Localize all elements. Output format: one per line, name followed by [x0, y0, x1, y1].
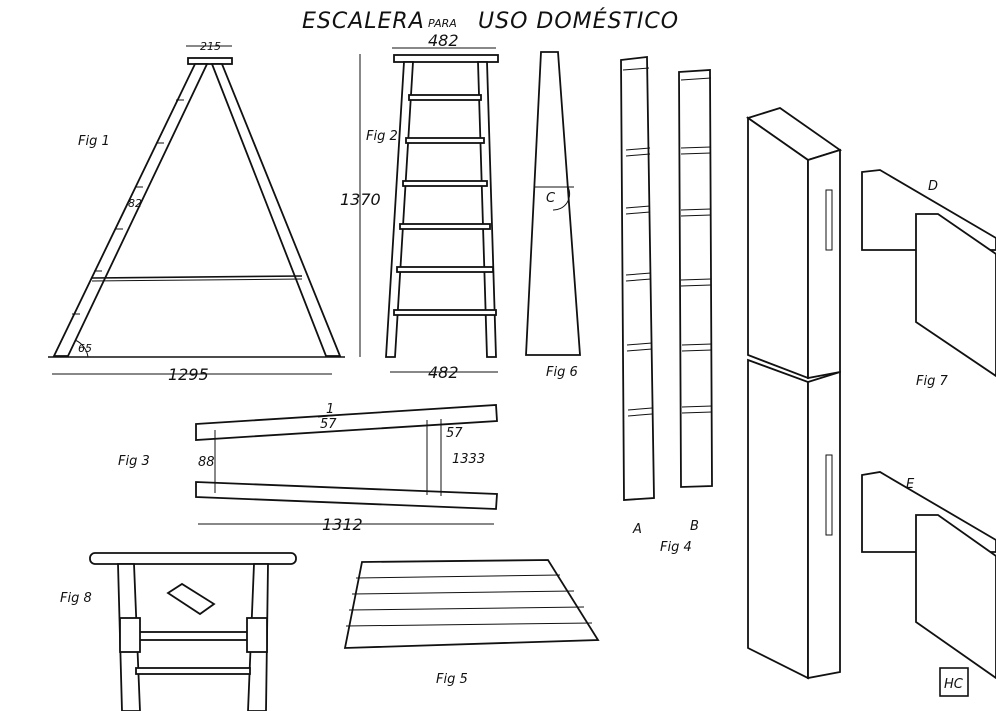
fig6-angle-c: C [546, 191, 556, 206]
fig4-rail-a-notches [625, 147, 653, 417]
fig3-label: Fig 3 [118, 454, 150, 469]
fig8-hinged-top: Fig 8 [60, 552, 297, 711]
sheet-title: ESCALERA PARA USO DOMÉSTICO [302, 8, 679, 34]
fig2-right-rail [477, 61, 497, 358]
fig3-right-dim: 1333 [452, 452, 485, 467]
fig2-rungs [393, 94, 497, 316]
fig2-height: 1370 [340, 190, 381, 209]
fig4-piece-b: B [690, 519, 699, 534]
fig1-top-width: 215 [200, 40, 221, 53]
fig5-step-stack: Fig 5 [343, 559, 600, 687]
fig1-front-leg [52, 63, 209, 357]
fig5-label: Fig 5 [436, 672, 468, 687]
fig8-label: Fig 8 [60, 591, 92, 606]
fig3-left-dim: 88 [198, 455, 215, 470]
fig4-label: Fig 4 [660, 540, 692, 555]
fig1-rung-angle: 82 [128, 197, 142, 210]
fig1-base-angle: 65 [78, 342, 92, 355]
title-part1: ESCALERA [302, 9, 425, 34]
fig4-rails: A B Fig 4 [620, 55, 713, 555]
fig7-joints: D E Fig 7 [861, 169, 996, 680]
fig4-piece-a: A [632, 522, 642, 537]
fig1-top-cap [187, 57, 233, 65]
fig2-top-cap [393, 54, 499, 63]
fig1-rungs [72, 99, 184, 315]
fig6-label: Fig 6 [546, 365, 578, 380]
fig1-side-view: 215 Fig 1 82 65 1295 [48, 40, 345, 384]
monogram-mark: HC [939, 667, 969, 697]
fig3-bottom-rail [195, 481, 498, 510]
fig3-rail-layout: 1 57 88 57 1333 Fig 3 1312 [118, 402, 498, 534]
fig7-joint-e: E [906, 477, 915, 492]
fig4-rail-b [678, 69, 713, 488]
fig3-top-rail [195, 404, 498, 441]
fig2-front-view: 482 1370 Fig 2 482 [340, 31, 499, 382]
mortise-posts [745, 107, 843, 680]
fig3-length: 1312 [322, 515, 363, 534]
fig3-slope-den: 57 [320, 417, 337, 432]
fig3-right-dim-top: 57 [446, 426, 463, 441]
title-part2: PARA [428, 17, 457, 30]
fig2-label: Fig 2 [366, 129, 398, 144]
fig1-label: Fig 1 [78, 134, 110, 149]
fig4-rail-a [620, 55, 655, 501]
fig2-top-width: 482 [428, 31, 459, 50]
fig6-rail-blank: C Fig 6 [525, 51, 581, 380]
title-part3: USO DOMÉSTICO [478, 8, 679, 34]
monogram-text: HC [944, 677, 964, 692]
fig3-slope-num: 1 [326, 402, 334, 417]
fig2-bottom-width: 482 [428, 363, 459, 382]
fig1-base-span: 1295 [168, 365, 209, 384]
fig1-back-leg [210, 63, 342, 357]
fig7-label: Fig 7 [916, 374, 948, 389]
fig2-left-rail [385, 61, 414, 358]
fig1-angle-arc [74, 339, 89, 358]
fig1-tie-rod [91, 275, 303, 279]
fig7-joint-d: D [928, 179, 938, 194]
fig4-rail-b-notches [680, 146, 713, 414]
